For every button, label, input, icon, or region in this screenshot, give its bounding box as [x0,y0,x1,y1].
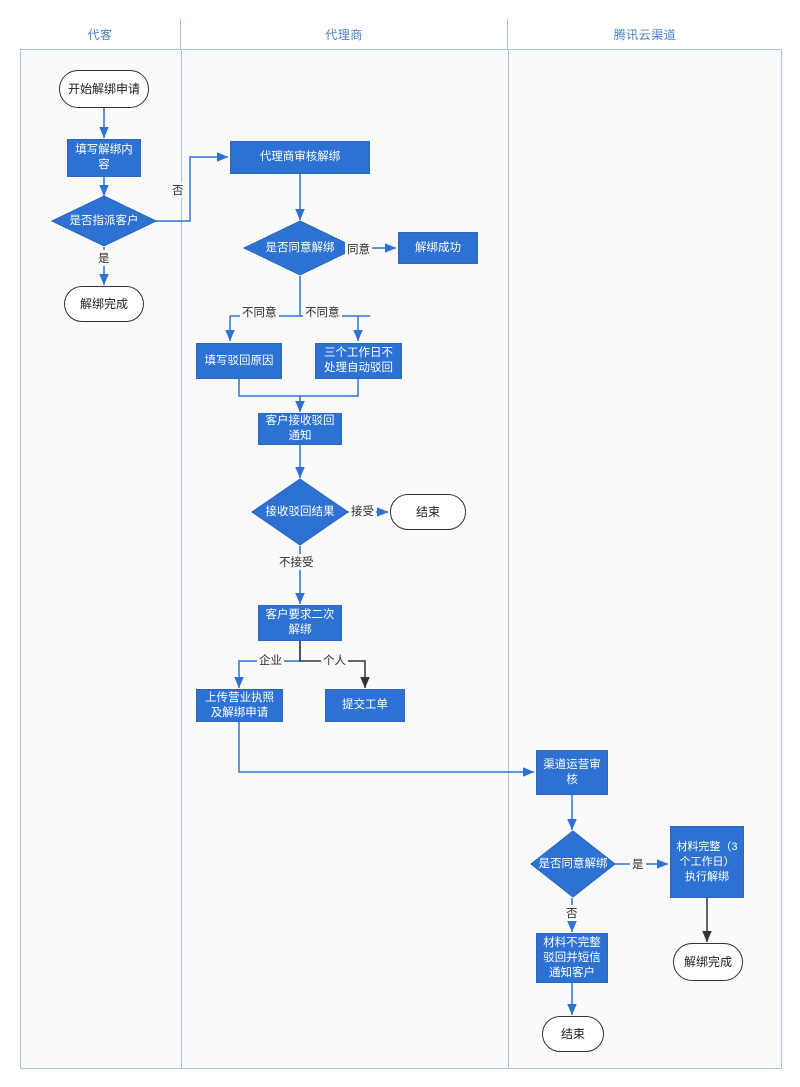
node-agree-unbind-decision[interactable]: 是否同意解绑 [243,220,357,276]
node-channel-ops-review[interactable]: 渠道运营审核 [536,750,608,795]
swimlane-frame [20,19,782,1069]
node-customer-receive-reject[interactable]: 客户接收驳回通知 [258,413,342,445]
node-upload-license[interactable]: 上传营业执照及解绑申请 [196,689,283,722]
edge-label-no-material: 否 [564,905,580,921]
node-auto-reject-3days[interactable]: 三个工作日不处理自动驳回 [315,343,402,379]
node-unbind-complete-left[interactable]: 解绑完成 [64,286,144,322]
edge-label-disagree-left: 不同意 [240,304,279,320]
node-agree-unbind-decision-2[interactable]: 是否同意解绑 [530,830,616,898]
edge-label-enterprise: 企业 [257,652,284,668]
node-fill-unbind-content[interactable]: 填写解绑内容 [67,139,141,177]
node-end-agent[interactable]: 结束 [390,494,466,530]
node-agent-review-unbind[interactable]: 代理商审核解绑 [230,141,370,174]
node-unbind-complete-right[interactable]: 解绑完成 [673,943,743,981]
lane-header-customer: 代客 [20,19,181,49]
edge-label-not-accept: 不接受 [277,554,316,570]
edge-label-disagree-right: 不同意 [303,304,342,320]
node-end-tencent[interactable]: 结束 [542,1016,604,1052]
lane-header-tencent: 腾讯云渠道 [613,27,677,42]
edge-label-accept: 接受 [349,503,376,519]
edge-label-no-assign: 否 [170,182,186,198]
node-fill-reject-reason[interactable]: 填写驳回原因 [196,343,282,379]
edge-label-yes-material: 是 [630,856,646,872]
node-customer-second-unbind[interactable]: 客户要求二次解绑 [258,605,342,641]
lane-header-agent: 代理商 [181,19,508,49]
edge-label-individual: 个人 [321,652,348,668]
node-unbind-success[interactable]: 解绑成功 [398,232,478,264]
lane-divider-2 [508,50,509,1069]
node-start-unbind-request[interactable]: 开始解绑申请 [59,70,149,108]
node-material-complete[interactable]: 材料完整（3个工作日）执行解绑 [670,826,744,898]
node-assign-customer-decision[interactable]: 是否指派客户 [51,195,157,247]
node-material-incomplete[interactable]: 材料不完整驳回并短信通知客户 [536,933,608,983]
edge-label-yes-assign: 是 [96,250,112,266]
swimlane-header-row: 代客 代理商 腾讯云渠道 [20,19,782,50]
node-receive-reject-result[interactable]: 接收驳回结果 [251,478,349,546]
edge-label-agree: 同意 [345,241,372,257]
node-submit-ticket[interactable]: 提交工单 [325,689,405,722]
lane-divider-1 [181,50,182,1069]
